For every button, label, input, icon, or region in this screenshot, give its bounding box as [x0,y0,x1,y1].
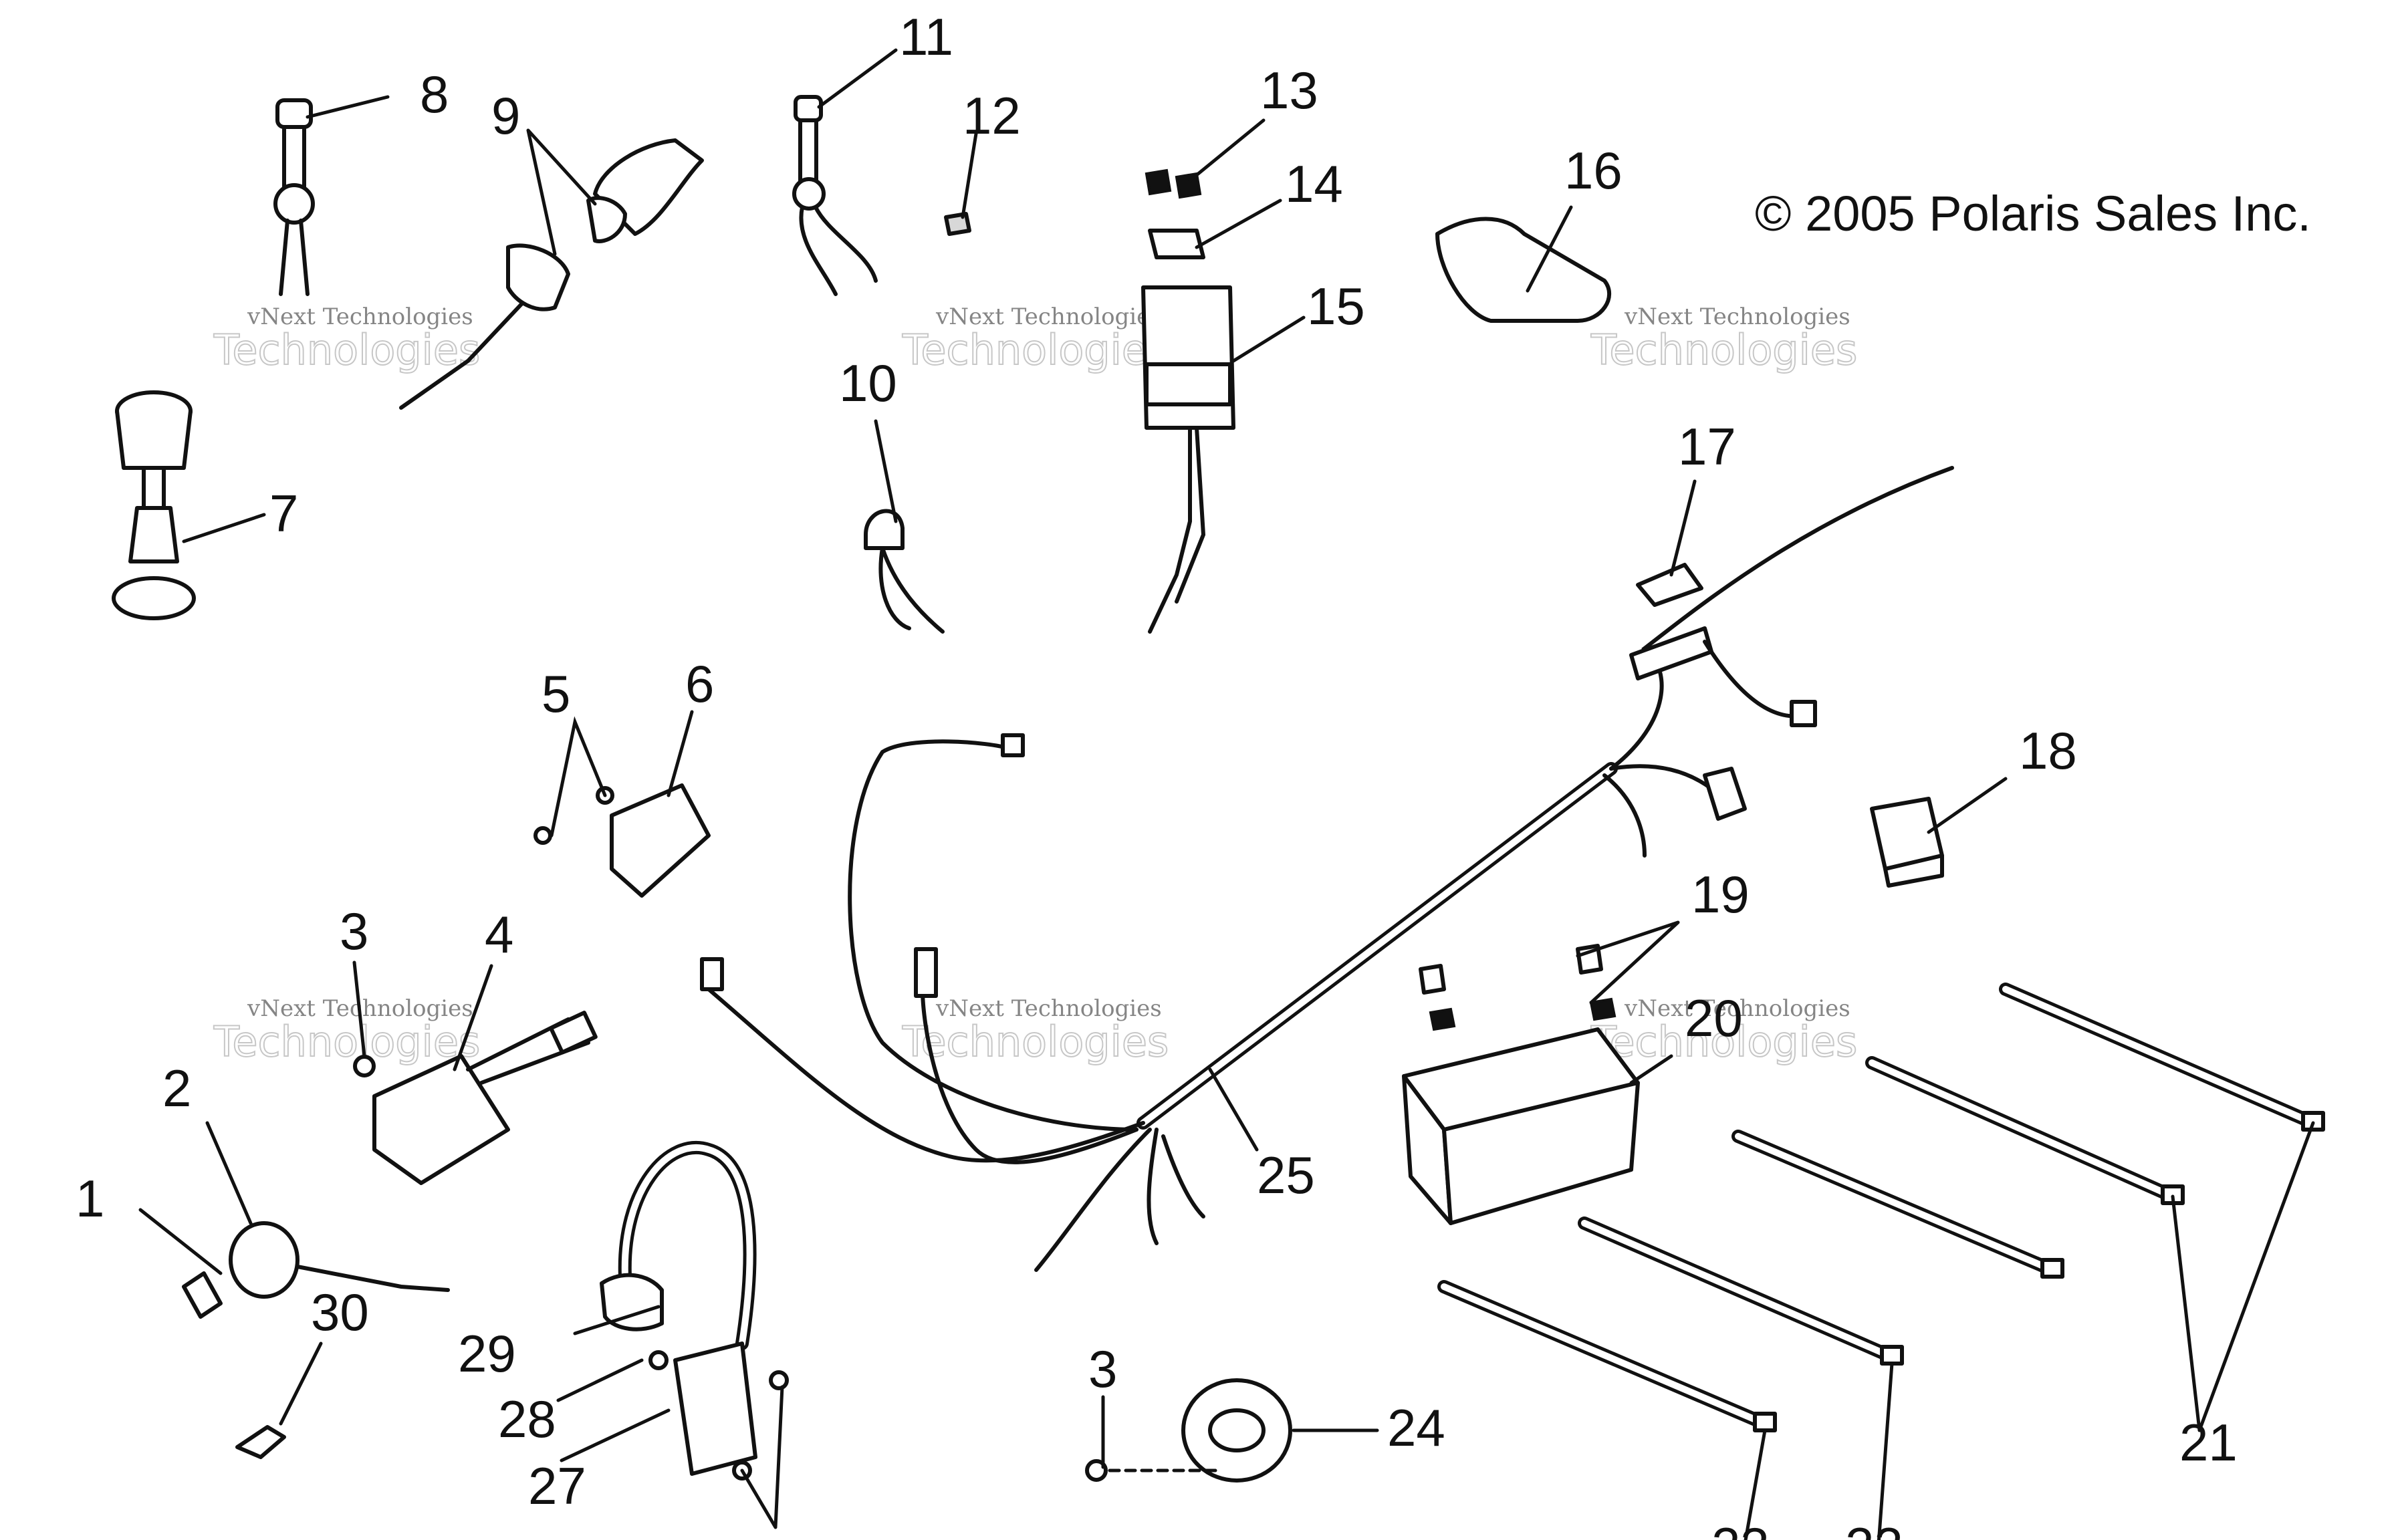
callout-6: 6 [685,654,714,713]
callout-2: 2 [162,1059,191,1118]
part-30-tab [235,1425,286,1459]
part-4-coil [353,1011,598,1185]
watermark: vNext Technologies Technologies [1590,303,1858,375]
part-17-fuse [1636,563,1703,607]
callout-28: 28 [498,1390,556,1448]
callout-29: 29 [458,1324,516,1383]
callout-18: 18 [2019,721,2077,780]
part-11-switch [792,95,878,296]
part-21-cable-ties [1437,983,2325,1432]
part-5-bolts [533,786,614,845]
callout-27: 27 [528,1456,586,1515]
callout-15: 15 [1307,277,1365,336]
callout-24: 24 [1387,1398,1445,1457]
watermark: vNext Technologies Technologies [213,995,481,1067]
watermark: vNext Technologies Technologies [1590,995,1858,1067]
part-14-fuse-block [1148,229,1205,259]
callout-3-horn: 3 [1088,1339,1117,1398]
callout-17: 17 [1678,417,1736,476]
part-18-relay [1870,797,1944,888]
watermark-line1: vNext Technologies [1624,995,1850,1022]
copyright-notice: © 2005 Polaris Sales Inc. [1755,186,2311,241]
callout-25: 25 [1257,1146,1315,1204]
watermark-line2: Technologies [1590,1017,1857,1066]
watermark-line1: vNext Technologies [247,303,473,330]
callout-30: 30 [311,1283,369,1341]
watermark-line2: Technologies [902,1017,1169,1066]
part-24-horn [1085,1378,1292,1483]
callout-7: 7 [269,484,298,543]
callout-19: 19 [1691,865,1750,924]
callout-13: 13 [1260,61,1318,120]
watermark: vNext Technologies Technologies [901,995,1169,1067]
watermark-line2: Technologies [902,326,1169,374]
part-12-clip [944,212,971,236]
watermark-line1: vNext Technologies [935,995,1162,1022]
watermark-line2: Technologies [213,1017,480,1066]
part-2-sensor [229,1221,450,1299]
watermark-line1: vNext Technologies [1624,303,1850,330]
callout-8: 8 [420,65,449,124]
callout-23: 23 [1711,1517,1770,1540]
part-16-pouch [1435,217,1612,323]
watermark: vNext Technologies Technologies [213,303,481,375]
part-7-key-switch [112,390,196,620]
callout-5: 5 [542,664,570,723]
part-15-regulator [1141,285,1235,634]
watermarks: vNext Technologies Technologies vNext Te… [213,303,1858,1067]
watermark-line1: vNext Technologies [935,303,1162,330]
callout-22: 22 [1845,1517,1903,1540]
callout-16: 16 [1564,141,1623,200]
watermark: vNext Technologies Technologies [901,303,1169,375]
part-8-switch [273,98,315,296]
part-10-lamp [864,509,945,634]
watermark-line2: Technologies [213,326,480,374]
part-27-ignition-coil [600,1140,789,1481]
callout-9: 9 [491,86,520,145]
part-20-battery [1402,944,1640,1225]
callouts: 1 2 3 4 5 6 7 8 9 10 11 12 13 14 15 16 1… [76,7,2238,1540]
part-1-bulb [182,1271,223,1319]
callout-14: 14 [1285,154,1343,213]
callout-4: 4 [485,905,513,964]
callout-10: 10 [839,354,897,412]
part-6-module [610,783,711,898]
part-9-boot [399,138,704,410]
callout-21: 21 [2179,1413,2238,1472]
callout-12: 12 [963,86,1021,145]
callout-20: 20 [1685,989,1743,1047]
watermark-line2: Technologies [1590,326,1857,374]
part-13-terminals [1145,168,1202,199]
callout-11: 11 [899,7,953,66]
callout-1: 1 [76,1169,104,1228]
part-25-wiring-harness [700,466,1954,1272]
callout-3: 3 [340,902,368,960]
leader-lines [138,48,2315,1540]
